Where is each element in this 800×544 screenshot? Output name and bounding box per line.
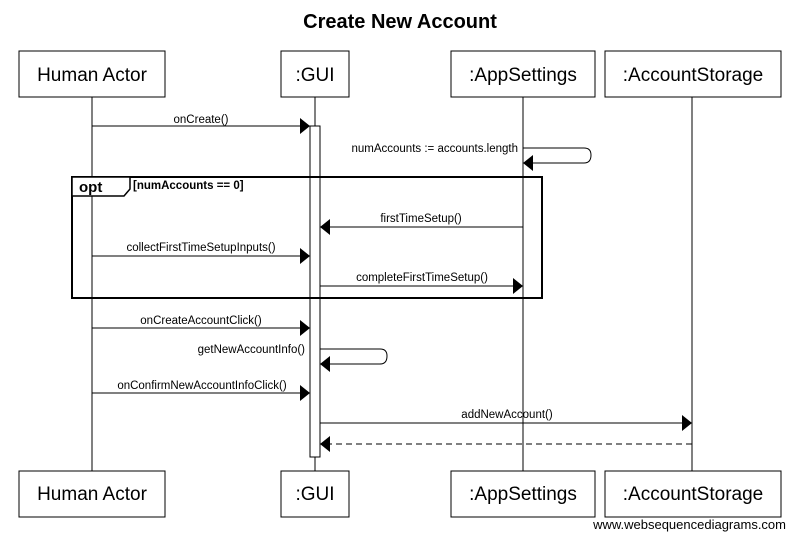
- message-collectfirsttimesetupinputs: collectFirstTimeSetupInputs(): [92, 242, 310, 264]
- opt-operator-label: opt: [79, 179, 102, 196]
- message-label: firstTimeSetup(): [380, 213, 462, 225]
- message-getnewaccountinfo-self: getNewAccountInfo(): [198, 344, 388, 372]
- message-oncreateaccountclick: onCreateAccountClick(): [92, 315, 310, 336]
- diagram-title: Create New Account: [303, 11, 497, 33]
- message-label: onCreateAccountClick(): [140, 315, 262, 327]
- participant-box: [450, 50, 596, 98]
- opt-guard-label: [numAccounts == 0]: [133, 180, 244, 192]
- arrowhead: [320, 219, 330, 235]
- watermark-text: www.websequencediagrams.com: [592, 517, 786, 532]
- arrowhead: [320, 436, 330, 452]
- message-completefirsttimesetup: completeFirstTimeSetup(): [320, 272, 523, 294]
- participant-label: :AppSettings: [469, 484, 577, 505]
- arrowhead: [300, 248, 310, 264]
- message-label: onCreate(): [174, 114, 229, 126]
- participant-accountstorage-top: :AccountStorage: [604, 50, 782, 98]
- participant-appsettings-bottom: :AppSettings: [450, 470, 596, 518]
- participant-box: [604, 50, 782, 98]
- participant-box: [18, 50, 166, 98]
- arrowhead: [320, 356, 330, 372]
- participant-gui-bottom: :GUI: [280, 470, 350, 518]
- participant-label: Human Actor: [37, 484, 147, 505]
- messages: onCreate() numAccounts := accounts.lengt…: [92, 114, 692, 452]
- message-numaccounts-self: numAccounts := accounts.length: [351, 143, 592, 171]
- arrowhead: [513, 278, 523, 294]
- message-addnewaccount: addNewAccount(): [320, 409, 692, 431]
- opt-fragment: opt [numAccounts == 0]: [71, 176, 543, 299]
- message-label: numAccounts := accounts.length: [351, 143, 518, 155]
- participant-box: [280, 50, 350, 98]
- participants-bottom: Human Actor :GUI :AppSettings :AccountSt…: [18, 470, 782, 518]
- participant-label: :GUI: [295, 65, 334, 86]
- participants-top: Human Actor :GUI :AppSettings :AccountSt…: [18, 50, 782, 98]
- participant-label: Human Actor: [37, 65, 147, 86]
- opt-tag-box: [71, 176, 131, 197]
- message-label: onConfirmNewAccountInfoClick(): [117, 380, 287, 392]
- opt-frame: [71, 176, 543, 299]
- arrowhead: [300, 320, 310, 336]
- participant-label: :GUI: [295, 484, 334, 505]
- message-arrow-line: [523, 147, 592, 164]
- arrowhead: [682, 415, 692, 431]
- message-oncreate: onCreate(): [92, 114, 310, 134]
- participant-human-actor-bottom: Human Actor: [18, 470, 166, 518]
- participant-label: :AccountStorage: [623, 65, 763, 86]
- participant-box: [450, 470, 596, 518]
- gui-activation-bar: [309, 125, 321, 458]
- message-arrow-line: [320, 348, 388, 365]
- participant-human-actor-top: Human Actor: [18, 50, 166, 98]
- message-onconfirmnewaccountinfoclick: onConfirmNewAccountInfoClick(): [92, 380, 310, 401]
- participant-appsettings-top: :AppSettings: [450, 50, 596, 98]
- participant-label: :AppSettings: [469, 65, 577, 86]
- message-return-dashed: [320, 436, 692, 452]
- message-firsttimesetup: firstTimeSetup(): [320, 213, 523, 235]
- arrowhead: [523, 155, 533, 171]
- message-label: collectFirstTimeSetupInputs(): [126, 242, 275, 254]
- arrowhead: [300, 118, 310, 134]
- message-label: getNewAccountInfo(): [198, 344, 306, 356]
- participant-box: [280, 470, 350, 518]
- message-label: completeFirstTimeSetup(): [356, 272, 488, 284]
- arrowhead: [300, 385, 310, 401]
- participant-label: :AccountStorage: [623, 484, 763, 505]
- participant-box: [18, 470, 166, 518]
- participant-gui-top: :GUI: [280, 50, 350, 98]
- message-label: addNewAccount(): [461, 409, 553, 421]
- participant-box: [604, 470, 782, 518]
- participant-accountstorage-bottom: :AccountStorage: [604, 470, 782, 518]
